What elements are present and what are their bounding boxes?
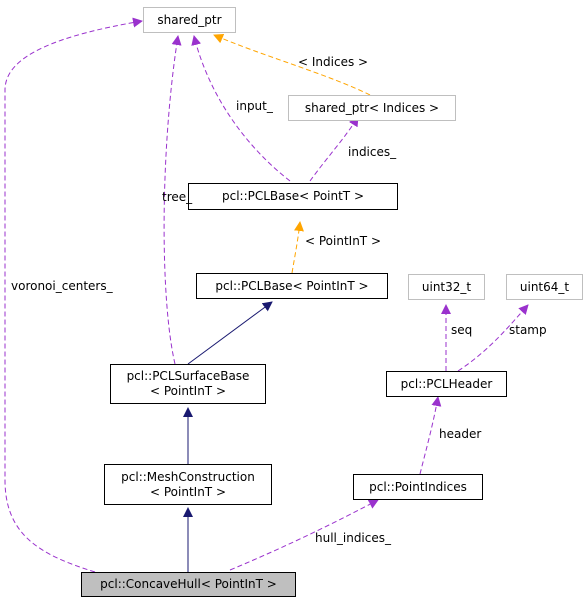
edge-label-voronoi-centers: voronoi_centers_ (11, 279, 113, 293)
edge-header (419, 396, 442, 475)
edge-pcl-base-pointint-to-surface-base (187, 301, 273, 365)
edge-label-indices-template: < Indices > (298, 55, 369, 69)
node-surface-base[interactable]: pcl::PCLSurfaceBase < PointInT > (110, 364, 266, 404)
node-uint64-t-label: uint64_t (519, 279, 570, 294)
node-shared-ptr-label: shared_ptr (157, 12, 222, 27)
edge-label-tree: tree_ (162, 190, 193, 204)
node-pcl-header-label: pcl::PCLHeader (400, 376, 493, 391)
node-uint32-t[interactable]: uint32_t (408, 274, 485, 300)
node-mesh-construction[interactable]: pcl::MeshConstruction < PointInT > (104, 464, 272, 505)
edge-hull-indices (229, 499, 379, 571)
edge-voronoi-centers (4, 17, 143, 573)
node-uint64-t[interactable]: uint64_t (506, 274, 583, 300)
node-pcl-header[interactable]: pcl::PCLHeader (386, 371, 507, 397)
node-concave-hull[interactable]: pcl::ConcaveHull< PointInT > (81, 572, 296, 597)
node-mesh-construction-label-1: pcl::MeshConstruction (121, 469, 255, 484)
edge-label-hull-indices: hull_indices_ (315, 531, 392, 545)
node-pcl-base-pointt[interactable]: pcl::PCLBase< PointT > (188, 183, 398, 210)
node-shared-ptr-indices[interactable]: shared_ptr< Indices > (288, 95, 456, 121)
edge-label-indices: indices_ (348, 145, 397, 159)
edge-label-pointint-template: < PointInT > (305, 234, 382, 248)
node-pcl-base-pointt-label: pcl::PCLBase< PointT > (221, 189, 365, 203)
node-surface-base-label-2: < PointInT > (149, 384, 226, 398)
edge-stamp (457, 304, 529, 372)
node-mesh-construction-label-2: < PointInT > (149, 484, 226, 499)
edge-label-input: input_ (236, 99, 273, 113)
node-pcl-base-pointint[interactable]: pcl::PCLBase< PointInT > (196, 273, 388, 299)
edge-shared-ptr-indices-template (213, 34, 371, 96)
edge-label-seq: seq (451, 323, 473, 337)
node-shared-ptr-indices-label: shared_ptr< Indices > (304, 100, 440, 115)
node-concave-hull-label: pcl::ConcaveHull< PointInT > (100, 577, 277, 591)
node-pcl-base-pointint-label: pcl::PCLBase< PointInT > (215, 278, 369, 293)
node-surface-base-label-1: pcl::PCLSurfaceBase (126, 369, 250, 383)
node-point-indices-label: pcl::PointIndices (369, 479, 467, 494)
node-shared-ptr[interactable]: shared_ptr (143, 7, 236, 33)
edge-label-header: header (439, 427, 482, 441)
edge-pcl-base-pointint-template (291, 221, 304, 274)
edge-label-stamp: stamp (509, 323, 547, 337)
node-uint32-t-label: uint32_t (421, 279, 472, 294)
node-point-indices[interactable]: pcl::PointIndices (353, 474, 483, 500)
edge-indices (309, 116, 359, 182)
edge-input (191, 35, 291, 182)
edge-tree (163, 35, 182, 365)
